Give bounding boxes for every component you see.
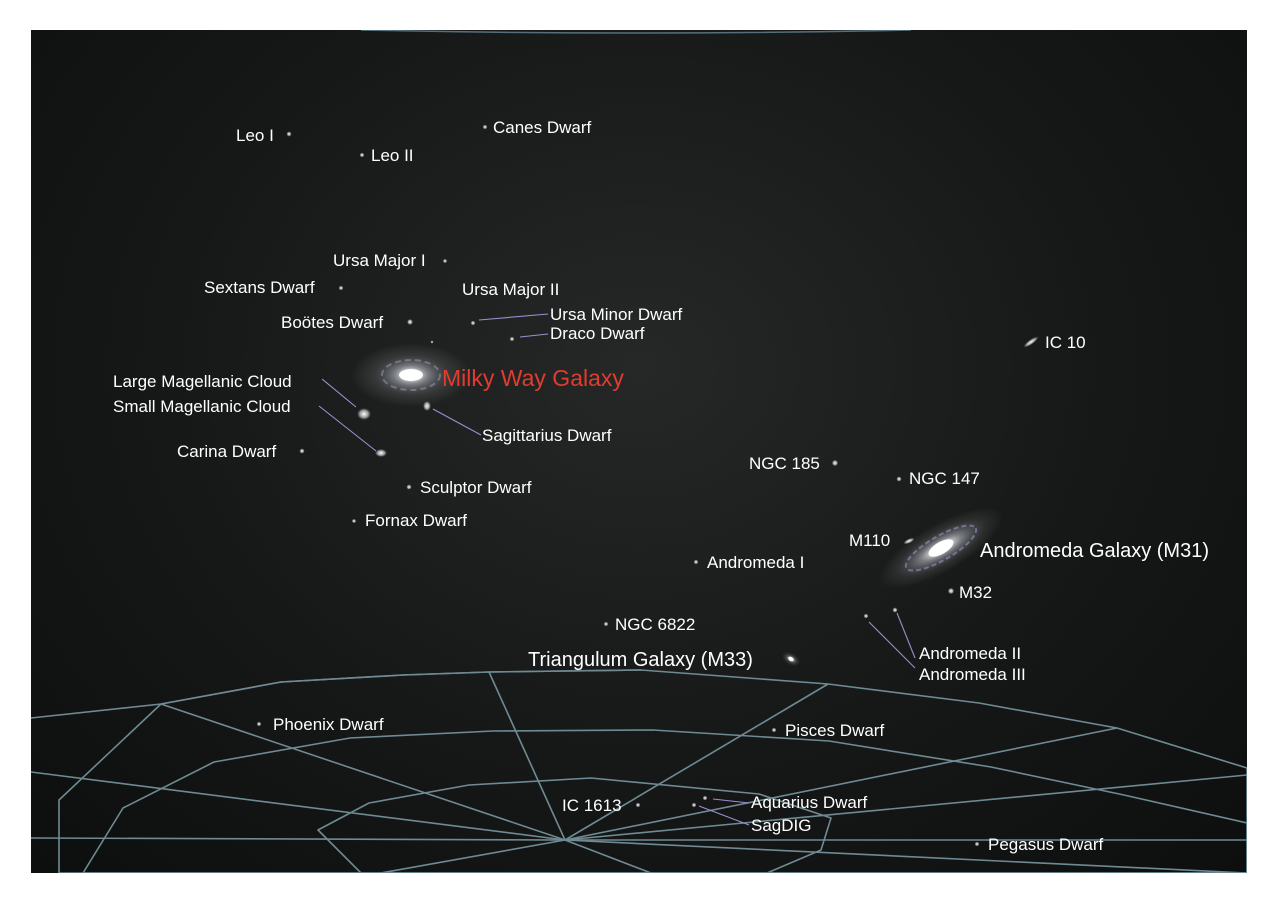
label-andromeda-i: Andromeda I bbox=[707, 553, 805, 572]
label-large-magellanic-cloud: Large Magellanic Cloud bbox=[113, 372, 292, 391]
canes-dwarf-marker bbox=[482, 124, 488, 130]
grid-plane bbox=[31, 669, 1247, 873]
label-bootes-dwarf: Boötes Dwarf bbox=[281, 313, 384, 332]
label-small-magellanic-cloud: Small Magellanic Cloud bbox=[113, 397, 291, 416]
andromeda-galaxy-image bbox=[879, 507, 1003, 589]
label-andromeda-galaxy-m31: Andromeda Galaxy (M31) bbox=[980, 540, 1209, 562]
ic-1613-marker bbox=[635, 802, 641, 808]
leader-line-smc bbox=[318, 405, 377, 452]
leader-line-draco bbox=[519, 333, 549, 338]
label-sextans-dwarf: Sextans Dwarf bbox=[204, 278, 315, 297]
leader-lines bbox=[318, 313, 916, 826]
aquarius-dwarf-marker bbox=[702, 795, 708, 801]
ngc-6822-marker bbox=[603, 621, 609, 627]
triangulum-galaxy-image bbox=[781, 651, 801, 667]
milky-way-galaxy-image bbox=[351, 343, 471, 407]
label-ursa-major-i: Ursa Major I bbox=[333, 251, 426, 270]
label-fornax-dwarf: Fornax Dwarf bbox=[365, 511, 468, 530]
pisces-dwarf-marker bbox=[771, 727, 777, 733]
label-sagdig: SagDIG bbox=[751, 816, 812, 835]
leader-line-sagittarius bbox=[432, 408, 482, 436]
label-leo-ii: Leo II bbox=[371, 146, 414, 165]
label-andromeda-iii: Andromeda III bbox=[919, 665, 1026, 684]
pegasus-dwarf-marker bbox=[974, 841, 980, 847]
label-ngc-6822: NGC 6822 bbox=[615, 615, 696, 634]
sagdig-marker bbox=[691, 802, 697, 808]
carina-dwarf-marker bbox=[299, 448, 305, 454]
label-m32: M32 bbox=[959, 583, 993, 602]
label-milky-way-galaxy: Milky Way Galaxy bbox=[442, 365, 624, 391]
andromeda-iii-marker bbox=[863, 613, 869, 619]
label-canes-dwarf: Canes Dwarf bbox=[493, 118, 592, 137]
label-pegasus-dwarf: Pegasus Dwarf bbox=[988, 835, 1104, 854]
label-phoenix-dwarf: Phoenix Dwarf bbox=[273, 715, 384, 734]
label-ursa-minor-dwarf: Ursa Minor Dwarf bbox=[550, 305, 683, 324]
label-andromeda-ii: Andromeda II bbox=[919, 644, 1022, 663]
label-carina-dwarf: Carina Dwarf bbox=[177, 442, 277, 461]
label-sculptor-dwarf: Sculptor Dwarf bbox=[420, 478, 532, 497]
grid-top-arc bbox=[360, 30, 912, 34]
bootes-dwarf-marker bbox=[407, 319, 413, 325]
magellanic-clouds-image bbox=[357, 408, 387, 457]
ngc-147-marker bbox=[896, 476, 902, 482]
label-draco-dwarf: Draco Dwarf bbox=[550, 324, 645, 343]
dwarf-markers bbox=[256, 124, 980, 847]
leader-line-andromeda-iii bbox=[868, 621, 916, 669]
leo-i-marker bbox=[286, 131, 292, 137]
label-ngc-147: NGC 147 bbox=[909, 469, 980, 488]
draco-dwarf-marker bbox=[509, 336, 515, 342]
label-aquarius-dwarf: Aquarius Dwarf bbox=[751, 793, 868, 812]
label-sagittarius-dwarf: Sagittarius Dwarf bbox=[482, 426, 612, 445]
ursa-minor-dwarf-marker bbox=[470, 320, 476, 326]
label-ursa-major-ii: Ursa Major II bbox=[462, 280, 560, 299]
ngc-185-marker bbox=[831, 459, 839, 467]
label-pisces-dwarf: Pisces Dwarf bbox=[785, 721, 885, 740]
label-ngc-185: NGC 185 bbox=[749, 454, 820, 473]
phoenix-dwarf-marker bbox=[256, 721, 262, 727]
sculptor-dwarf-marker bbox=[406, 484, 412, 490]
ursa-major-ii-marker bbox=[430, 340, 434, 344]
andromeda-ii-marker bbox=[892, 607, 898, 613]
label-ic-10: IC 10 bbox=[1045, 333, 1086, 352]
fornax-dwarf-marker bbox=[351, 518, 357, 524]
leader-line-andromeda-ii bbox=[896, 612, 916, 659]
local-group-map: Leo I Leo II Canes Dwarf Ursa Major I Ur… bbox=[31, 30, 1247, 873]
ursa-major-i-marker bbox=[442, 258, 448, 264]
leader-line-lmc bbox=[321, 378, 357, 408]
m32-marker bbox=[947, 587, 955, 595]
label-ic-1613: IC 1613 bbox=[562, 796, 622, 815]
m110-marker bbox=[903, 537, 915, 545]
label-triangulum-galaxy-m33: Triangulum Galaxy (M33) bbox=[528, 649, 753, 671]
label-m110: M110 bbox=[849, 531, 891, 550]
sextans-dwarf-marker bbox=[338, 285, 344, 291]
label-leo-i: Leo I bbox=[236, 126, 274, 145]
map-graphics bbox=[31, 30, 1247, 873]
andromeda-i-marker bbox=[693, 559, 699, 565]
leo-ii-marker bbox=[359, 152, 365, 158]
leader-line-ursa-minor bbox=[478, 313, 549, 321]
ic-10-marker bbox=[1023, 336, 1039, 348]
sagittarius-dwarf-marker bbox=[423, 401, 431, 411]
leader-line-aquarius bbox=[712, 798, 750, 804]
leader-line-sagdig bbox=[698, 805, 750, 826]
